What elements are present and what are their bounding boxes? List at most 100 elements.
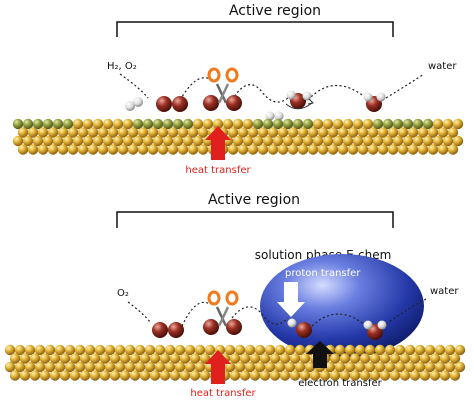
surface-atom bbox=[259, 353, 271, 364]
surface-atom bbox=[79, 353, 91, 364]
surface-atom bbox=[184, 361, 196, 373]
surface-atom bbox=[224, 361, 236, 373]
h2-molecule bbox=[125, 97, 143, 111]
surface-atom bbox=[377, 127, 389, 138]
surface-atom bbox=[254, 344, 266, 356]
surface-atom bbox=[37, 144, 49, 155]
surface-atom bbox=[347, 144, 359, 155]
surface-atom bbox=[239, 370, 251, 381]
surface-atom bbox=[52, 135, 64, 147]
surface-atom bbox=[377, 144, 389, 155]
surface-atom bbox=[124, 344, 136, 356]
surface-atom bbox=[397, 144, 409, 155]
surface-atom bbox=[9, 370, 21, 381]
surface-atom bbox=[117, 144, 129, 155]
surface-atom bbox=[364, 361, 376, 373]
surface-atom bbox=[454, 344, 466, 356]
surface-atom bbox=[42, 135, 54, 147]
surface-atom bbox=[252, 135, 264, 147]
surface-atom bbox=[307, 144, 319, 155]
surface-atom bbox=[349, 370, 361, 381]
surface-atom bbox=[329, 370, 341, 381]
surface-atom bbox=[382, 135, 394, 147]
surface-atom bbox=[144, 361, 156, 373]
surface-atom bbox=[294, 361, 306, 373]
surface-atom bbox=[72, 135, 84, 147]
surface-atom bbox=[332, 135, 344, 147]
surface-atom bbox=[152, 135, 164, 147]
top-panel: Active region H₂, O₂ water bbox=[12, 3, 464, 176]
surface-atom bbox=[269, 370, 281, 381]
surface-atom bbox=[297, 144, 309, 155]
surface-atom bbox=[292, 135, 304, 147]
surface-atom bbox=[77, 144, 89, 155]
surface-atom bbox=[372, 118, 384, 130]
surface-atom bbox=[109, 370, 121, 381]
surface-atom bbox=[109, 353, 121, 364]
oh-intermediate-bottom bbox=[287, 318, 312, 338]
surface-atom bbox=[129, 353, 141, 364]
surface-atom bbox=[364, 344, 376, 356]
surface-atom bbox=[102, 118, 114, 130]
surface-atom bbox=[44, 361, 56, 373]
surface-atom bbox=[182, 118, 194, 130]
surface-atom bbox=[32, 135, 44, 147]
surface-atom bbox=[447, 127, 459, 138]
surface-atom bbox=[429, 353, 441, 364]
surface-atom bbox=[92, 135, 104, 147]
surface-atom bbox=[42, 118, 54, 130]
surface-atom bbox=[324, 361, 336, 373]
surface-atom bbox=[157, 144, 169, 155]
surface-atom bbox=[307, 127, 319, 138]
bottom-pathway-5 bbox=[385, 297, 429, 325]
surface-atom bbox=[244, 361, 256, 373]
surface-atom bbox=[244, 344, 256, 356]
top-pathway-5 bbox=[385, 73, 425, 99]
surface-atom bbox=[452, 118, 464, 130]
surface-atom bbox=[287, 127, 299, 138]
scissors-icon bbox=[207, 290, 239, 327]
surface-atom bbox=[392, 135, 404, 147]
surface-atom bbox=[419, 370, 431, 381]
surface-atom bbox=[172, 135, 184, 147]
surface-atom bbox=[259, 370, 271, 381]
bottom-reactant-label: O₂ bbox=[117, 288, 129, 299]
top-bracket bbox=[116, 21, 394, 37]
heat-arrow-icon bbox=[205, 126, 231, 160]
surface-atom bbox=[92, 118, 104, 130]
surface-atom bbox=[69, 353, 81, 364]
surface-atom bbox=[59, 370, 71, 381]
surface-atom bbox=[417, 127, 429, 138]
surface-atom bbox=[44, 344, 56, 356]
surface-atom bbox=[272, 118, 284, 130]
surface-atom bbox=[172, 118, 184, 130]
surface-atom bbox=[242, 135, 254, 147]
surface-atom bbox=[379, 370, 391, 381]
surface-atom bbox=[439, 370, 451, 381]
surface-atom bbox=[434, 344, 446, 356]
surface-atom bbox=[144, 344, 156, 356]
surface-atom bbox=[257, 144, 269, 155]
surface-atom bbox=[347, 127, 359, 138]
surface-atom bbox=[352, 118, 364, 130]
surface-atom bbox=[322, 118, 334, 130]
surface-atom bbox=[9, 353, 21, 364]
surface-atom bbox=[39, 353, 51, 364]
surface-atom bbox=[74, 344, 86, 356]
surface-atom bbox=[427, 144, 439, 155]
surface-atom bbox=[247, 144, 259, 155]
surface-atom bbox=[122, 135, 134, 147]
surface-atom bbox=[89, 353, 101, 364]
surface-atom bbox=[19, 370, 31, 381]
surface-atom bbox=[94, 344, 106, 356]
surface-atom bbox=[407, 144, 419, 155]
surface-atom bbox=[54, 361, 66, 373]
surface-atom bbox=[177, 127, 189, 138]
bottom-metal-surface bbox=[4, 344, 466, 381]
surface-atom bbox=[169, 353, 181, 364]
surface-atom bbox=[29, 353, 41, 364]
surface-atom bbox=[317, 127, 329, 138]
oh-intermediate bbox=[285, 90, 315, 110]
surface-atom bbox=[107, 127, 119, 138]
surface-atom bbox=[422, 135, 434, 147]
